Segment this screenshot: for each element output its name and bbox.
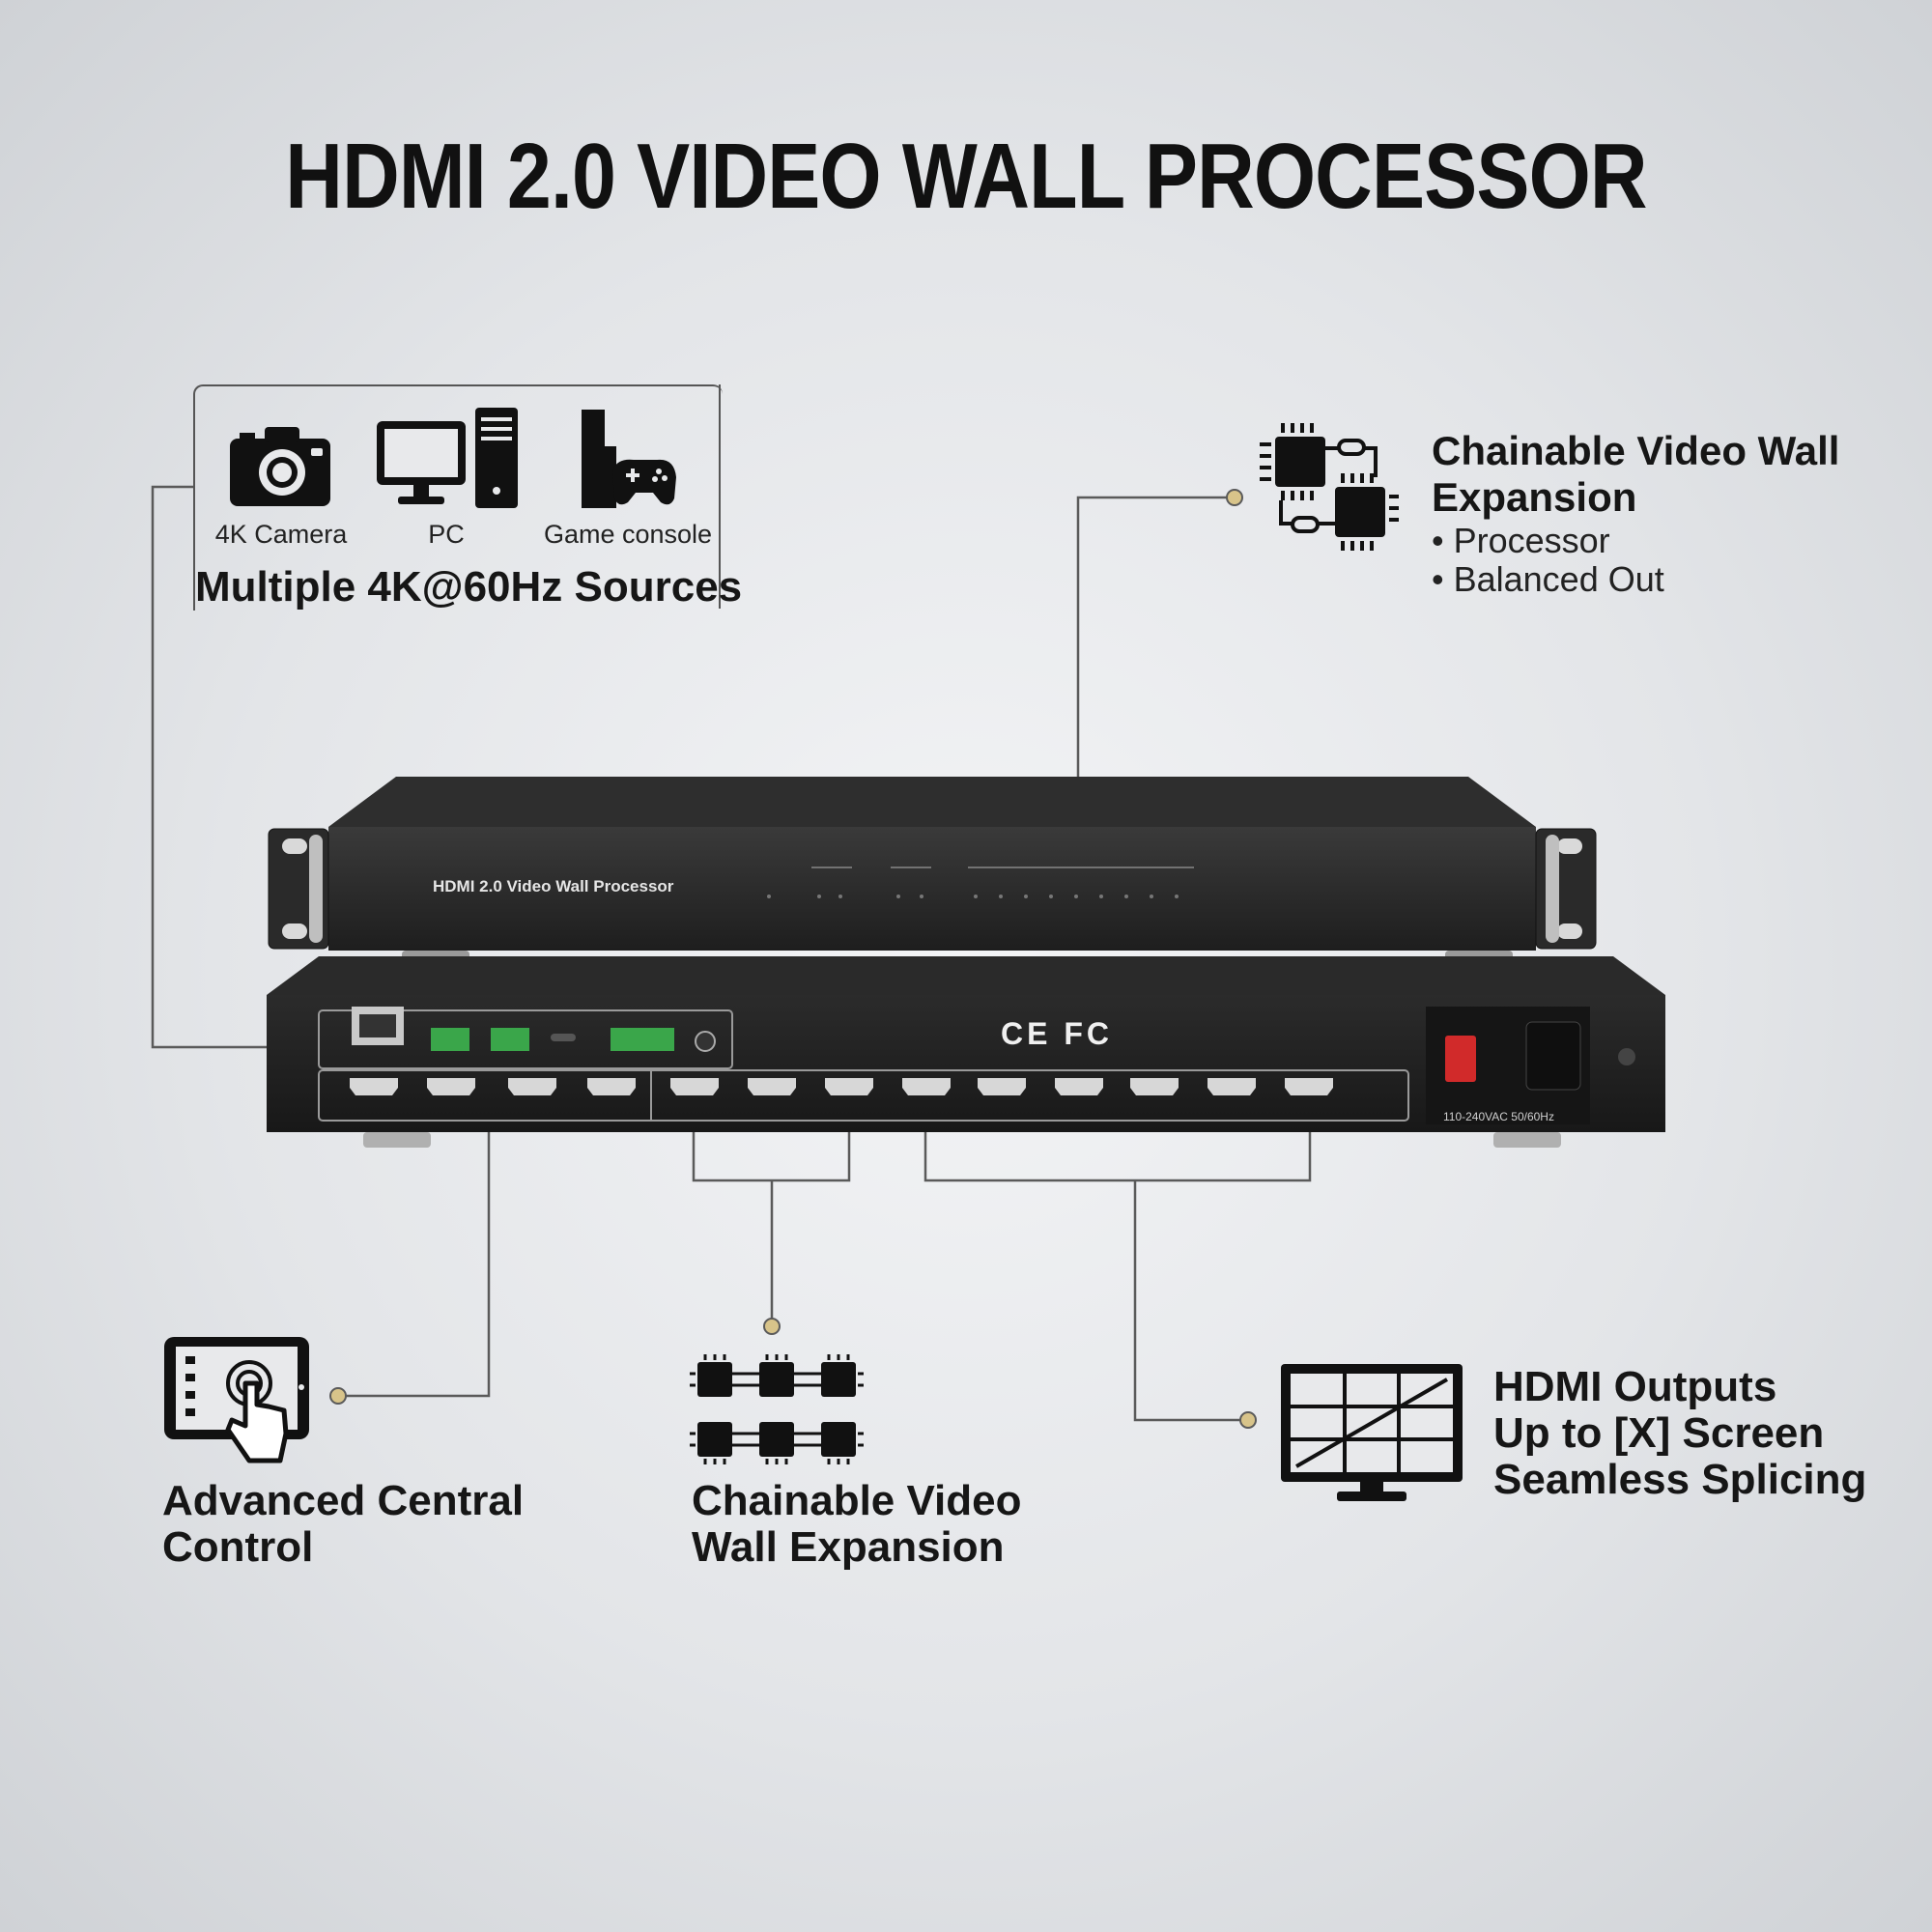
video-wall-processor-device: [267, 777, 1665, 1148]
camera-icon: [230, 427, 330, 506]
control-label-2: Control: [162, 1523, 314, 1571]
source-label-camera: 4K Camera: [214, 520, 348, 549]
callout-dot-expansion-top: [1226, 489, 1243, 506]
source-label-game-console: Game console: [543, 520, 713, 549]
expansion-bottom-label-1: Chainable Video: [692, 1477, 1022, 1524]
source-label-pc: PC: [428, 520, 465, 549]
outputs-label-1: HDMI Outputs: [1493, 1363, 1777, 1410]
chained-chips-icon: [1260, 423, 1399, 551]
game-console-icon: [582, 410, 676, 508]
power-rating: 110-240VAC 50/60Hz: [1443, 1110, 1554, 1123]
expansion-top-heading-2: Expansion: [1432, 474, 1637, 520]
video-wall-monitor-icon: [1281, 1364, 1463, 1501]
callout-dot-outputs: [1239, 1411, 1257, 1429]
sources-frame: [193, 384, 723, 611]
outputs-label-2: Up to [X] Screen: [1493, 1409, 1825, 1457]
pc-icon: [377, 408, 518, 508]
device-front-label: HDMI 2.0 Video Wall Processor: [433, 877, 674, 895]
expansion-bottom-label-2: Wall Expansion: [692, 1523, 1005, 1571]
outputs-label-3: Seamless Splicing: [1493, 1456, 1867, 1503]
page-title: HDMI 2.0 VIDEO WALL PROCESSOR: [285, 125, 1647, 228]
chip-grid-icon: [690, 1354, 864, 1464]
expansion-top-heading-1: Chainable Video Wall: [1432, 428, 1840, 473]
tablet-touch-icon: [164, 1337, 309, 1463]
expansion-top-bullet-2: • Balanced Out: [1432, 559, 1664, 599]
callout-dot-chain-bottom: [763, 1318, 781, 1335]
ce-mark: CE: [1001, 1016, 1052, 1051]
control-label-1: Advanced Central: [162, 1477, 525, 1524]
certification-marks: CE FC: [1001, 1016, 1113, 1052]
fc-mark: FC: [1064, 1016, 1113, 1051]
expansion-top-bullet-1: • Processor: [1432, 521, 1610, 560]
sources-heading: Multiple 4K@60Hz Sources: [195, 563, 743, 611]
power-switch[interactable]: [1445, 1036, 1476, 1082]
callout-dot-control: [329, 1387, 347, 1405]
